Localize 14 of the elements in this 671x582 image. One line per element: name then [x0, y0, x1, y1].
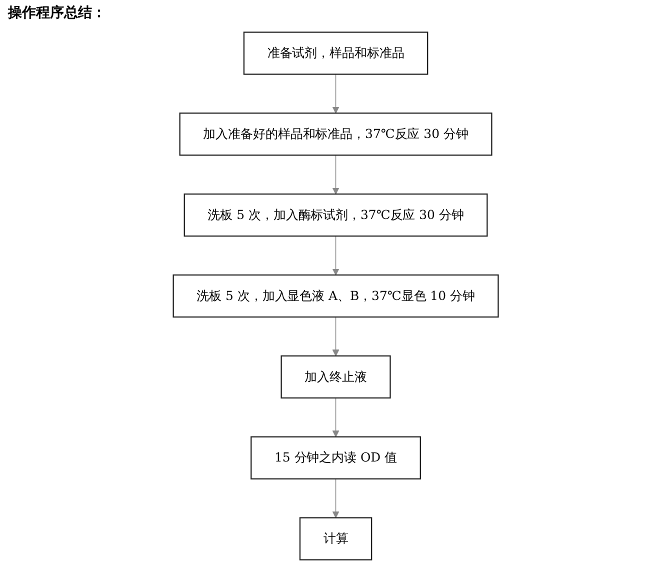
arrow: [332, 316, 339, 356]
arrow: [332, 478, 339, 518]
node-box: 15 分钟之内读 OD 值: [250, 436, 421, 480]
node-box: 加入准备好的样品和标准品，37℃反应 30 分钟: [178, 112, 492, 156]
title: 操作程序总结：: [6, 4, 107, 23]
node-box: 洗板 5 次，加入酶标试剂，37℃反应 30 分钟: [184, 193, 488, 237]
arrow: [332, 74, 339, 114]
arrow: [332, 398, 339, 438]
arrow: [332, 154, 339, 194]
node-box: 洗板 5 次，加入显色液 A、B，37℃显色 10 分钟: [172, 274, 499, 318]
node-box: 准备试剂，样品和标准品: [243, 32, 428, 75]
arrow: [332, 236, 339, 276]
node-box: 加入终止液: [280, 355, 391, 399]
node-box: 计算: [299, 517, 372, 560]
